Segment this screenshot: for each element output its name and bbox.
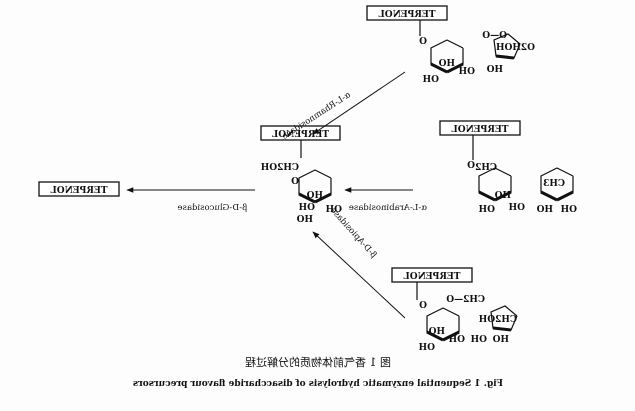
terpenol-box-final: TERPENOL: [38, 181, 120, 197]
apiosidase-arrow: [312, 231, 406, 319]
o-label: O: [419, 301, 427, 311]
terpenol-label: TERPENOL: [50, 186, 108, 196]
oh-label: OH: [448, 335, 465, 345]
terpenol-label: TERPENOL: [403, 272, 461, 282]
apiosidase-label: β-D-Apiosidase: [328, 206, 378, 260]
oh-label: OH: [560, 205, 577, 215]
arabinosidase-label: α-L-Arabinosidase: [349, 203, 427, 213]
o-label: O: [467, 161, 475, 171]
precursor-apiosyl: TERPENOL CH2—O O CH2OH HO OH OH HO OH: [391, 267, 519, 353]
terpenol-label: TERPENOL: [271, 130, 329, 140]
oh-label: OH: [325, 205, 342, 215]
glucosidase-label: β-D-Glucosidase: [178, 203, 247, 213]
ho-label: HO: [428, 327, 445, 337]
ho-label: HO: [296, 215, 313, 225]
ho-label: HO: [486, 65, 503, 75]
oh-label: OH: [298, 203, 315, 213]
oh-label: OH: [418, 343, 435, 353]
ch2-label: CH2: [475, 163, 497, 173]
ch2oh-label: CH2OH: [478, 315, 517, 325]
o-label: O: [291, 177, 299, 187]
ho-label: HO: [494, 191, 511, 201]
oh-label: OH: [508, 203, 525, 213]
terpenol-box-middle: TERPENOL: [439, 120, 521, 136]
caption-chinese: 图 1 香气前体物质的分解过程: [245, 355, 391, 369]
precursor-arabinosyl: TERPENOL CH2 O CH3 HO OH OH OH HO: [439, 120, 577, 215]
sugar-label: O2HOH: [496, 43, 535, 53]
rhamnosidase-arrow: [312, 71, 406, 135]
ch2-o-label: CH2—O: [446, 295, 485, 305]
terpenol-label: TERPENOL: [451, 125, 509, 135]
o-link-label: O—O: [482, 31, 507, 41]
oh-label: OH: [478, 205, 495, 215]
ho-label: HO: [536, 205, 553, 215]
oh-label: OH: [470, 335, 487, 345]
oh-label: OH: [458, 67, 475, 77]
terpenol-box-top: TERPENOL: [366, 5, 448, 21]
o-label: O: [419, 37, 427, 47]
center-product: TERPENOL CH2OH O HO OH HO OH: [260, 125, 342, 225]
precursor-rhamnosyl: TERPENOL O O—O O2HOH HO OH OH HO: [366, 5, 535, 85]
ho-label: HO: [438, 59, 455, 69]
ch2oh-label: CH2OH: [260, 163, 299, 173]
ho-label: HO: [306, 191, 323, 201]
ch3-label: CH3: [543, 179, 565, 189]
terpenol-label: TERPENOL: [378, 10, 436, 20]
ho-label: HO: [492, 335, 509, 345]
terpenol-box-bottom: TERPENOL: [391, 267, 473, 283]
caption-english: Fig. 1 Sequential enzymatic hydrolysis o…: [133, 379, 503, 389]
oh-label: OH: [422, 75, 439, 85]
